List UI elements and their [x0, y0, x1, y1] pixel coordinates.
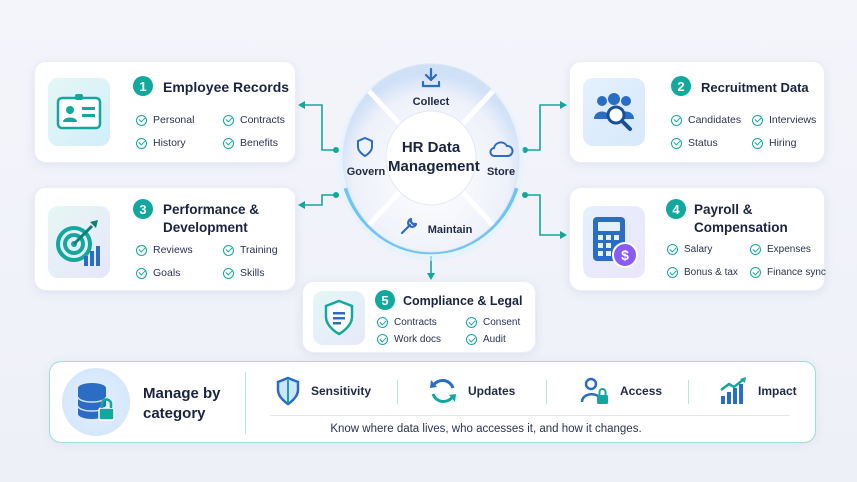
list-item: Interviews — [752, 114, 816, 126]
hr-wheel: HR Data Management Collect Govern Store … — [336, 58, 526, 263]
category-sensitivity: Sensitivity — [275, 376, 371, 406]
check-icon — [750, 244, 761, 255]
card-title: Performance & Development — [163, 202, 260, 235]
list-item: Work docs — [377, 334, 441, 345]
manage-by-category-panel: Manage by category Sensitivity Updates A… — [49, 361, 816, 443]
list-item: Audit — [466, 334, 506, 345]
card-compliance-legal[interactable]: 5 Compliance & Legal Contracts Consent W… — [302, 281, 536, 353]
user-lock-icon — [580, 377, 608, 404]
card-performance-development[interactable]: 3 Performance & Development Reviews Trai… — [34, 187, 296, 291]
list-item: Candidates — [671, 114, 741, 126]
check-icon — [223, 137, 234, 149]
database-lock-icon — [62, 368, 130, 436]
wrench-icon — [400, 217, 418, 235]
shield-document-icon — [313, 291, 365, 345]
panel-rule — [270, 415, 790, 416]
check-icon — [750, 267, 761, 278]
check-icon — [671, 114, 682, 126]
list-item: Personal — [136, 114, 194, 126]
segment-collect: Collect — [412, 96, 450, 108]
check-icon — [223, 114, 234, 126]
trend-chart-icon — [720, 377, 746, 404]
center-title: HR Data Management — [388, 139, 480, 175]
shield-icon — [276, 376, 300, 406]
people-search-icon — [583, 78, 645, 146]
refresh-icon — [430, 379, 456, 403]
list-item: Salary — [667, 244, 712, 255]
category-label: Impact — [758, 384, 797, 398]
list-item: Finance sync — [750, 267, 826, 278]
check-icon — [667, 244, 678, 255]
list-item: Benefits — [223, 137, 278, 149]
check-icon — [377, 334, 388, 345]
check-icon — [136, 137, 147, 149]
check-icon — [671, 137, 682, 149]
card-number: 4 — [666, 199, 686, 219]
calculator-icon: $ — [583, 206, 645, 278]
category-label: Access — [620, 384, 663, 398]
wheel-graphic — [338, 63, 524, 261]
panel-title: Manage by category — [143, 385, 221, 422]
list-item: Training — [223, 244, 278, 256]
check-icon — [223, 244, 234, 256]
list-item: History — [136, 137, 186, 149]
check-icon — [136, 244, 147, 256]
segment-govern: Govern — [346, 166, 386, 178]
card-number: 1 — [133, 76, 153, 96]
svg-text:$: $ — [621, 247, 629, 263]
divider — [245, 372, 246, 434]
list-item: Reviews — [136, 244, 193, 256]
check-icon — [466, 334, 477, 345]
cloud-icon — [489, 141, 514, 157]
list-item: Status — [671, 137, 718, 149]
id-card-icon — [48, 78, 110, 146]
shield-icon — [357, 136, 373, 158]
category-label: Sensitivity — [311, 384, 372, 398]
check-icon — [223, 267, 234, 279]
card-title: Payroll & Compensation — [694, 202, 788, 235]
divider — [546, 380, 547, 404]
card-recruitment-data[interactable]: 2 Recruitment Data Candidates Interviews… — [569, 61, 825, 163]
card-payroll-compensation[interactable]: $ 4 Payroll & Compensation Salary Expens… — [569, 187, 826, 291]
list-item: Expenses — [750, 244, 811, 255]
segment-store: Store — [486, 166, 516, 178]
list-item: Contracts — [223, 114, 285, 126]
card-title: Recruitment Data — [701, 80, 809, 95]
divider — [688, 380, 689, 404]
divider — [397, 380, 398, 404]
category-updates: Updates — [428, 376, 515, 406]
category-label: Updates — [468, 384, 516, 398]
segment-maintain: Maintain — [427, 224, 473, 236]
card-number: 2 — [671, 76, 691, 96]
check-icon — [377, 317, 388, 328]
panel-tagline: Know where data lives, who accesses it, … — [330, 423, 642, 435]
list-item: Bonus & tax — [667, 267, 738, 278]
check-icon — [667, 267, 678, 278]
card-title: Compliance & Legal — [403, 294, 523, 308]
download-icon — [421, 67, 441, 88]
check-icon — [752, 137, 763, 149]
check-icon — [752, 114, 763, 126]
list-item: Hiring — [752, 137, 796, 149]
card-employee-records[interactable]: 1 Employee Records Personal Contracts Hi… — [34, 61, 296, 163]
category-impact: Impact — [718, 376, 797, 406]
check-icon — [136, 267, 147, 279]
category-access: Access — [580, 376, 662, 406]
list-item: Contracts — [377, 317, 437, 328]
list-item: Goals — [136, 267, 180, 279]
target-icon — [48, 206, 110, 278]
list-item: Skills — [223, 267, 265, 279]
card-title: Employee Records — [163, 79, 290, 95]
list-item: Consent — [466, 317, 520, 328]
card-number: 5 — [375, 290, 395, 310]
card-number: 3 — [133, 199, 153, 219]
check-icon — [136, 114, 147, 126]
check-icon — [466, 317, 477, 328]
